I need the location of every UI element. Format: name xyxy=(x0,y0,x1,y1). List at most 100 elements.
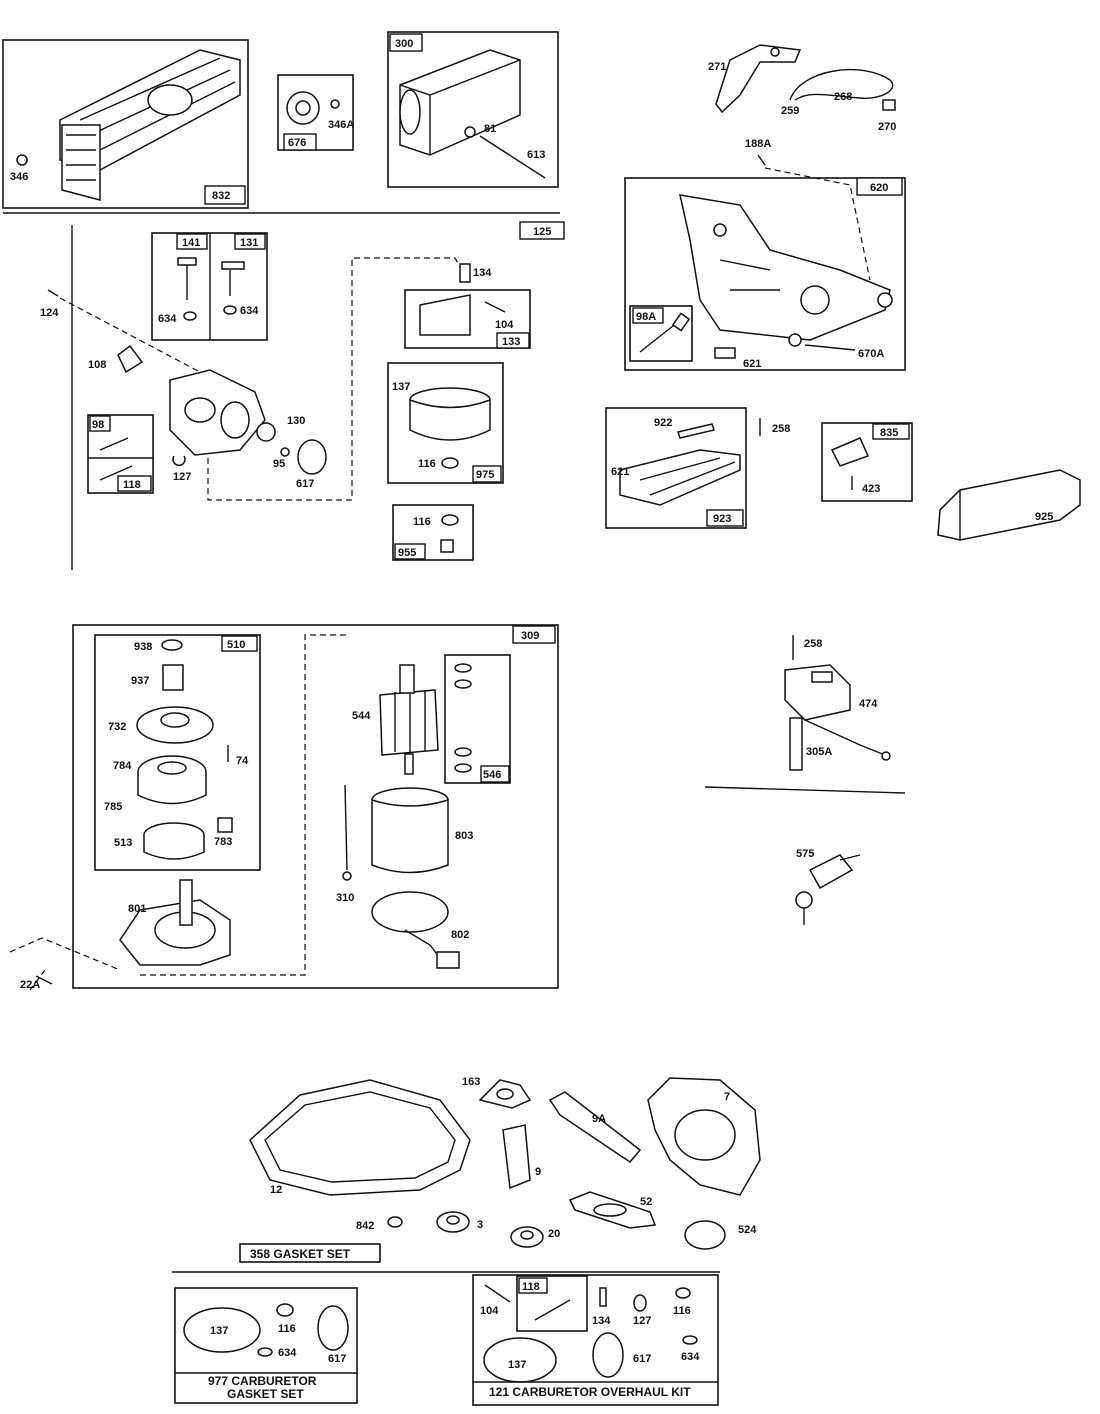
bracket-620-part xyxy=(679,194,891,341)
control-bracket-620-group: 188A 620 98A 621 670A xyxy=(624,138,906,371)
tag-125: 125 xyxy=(533,226,551,238)
label-474: 474 xyxy=(859,698,878,710)
label-524: 524 xyxy=(738,1224,757,1236)
label-259: 259 xyxy=(781,105,799,117)
label-922: 922 xyxy=(654,417,672,429)
label-116d: 116 xyxy=(673,1305,691,1317)
label-127a: 127 xyxy=(173,471,191,483)
label-346A: 346A xyxy=(328,119,354,131)
tag-835: 835 xyxy=(880,427,898,439)
label-127b: 127 xyxy=(633,1315,651,1327)
cover-925-part xyxy=(937,469,1081,541)
tag-131: 131 xyxy=(240,237,258,249)
label-258a: 258 xyxy=(772,423,790,435)
label-130: 130 xyxy=(287,415,305,427)
label-9A: 9A xyxy=(592,1113,606,1125)
gasket-set-group: 12 163 9 9A 7 52 524 842 3 20 358 GASKET… xyxy=(172,1076,761,1273)
armature-part xyxy=(379,689,439,756)
label-346: 346 xyxy=(10,171,28,183)
label-74: 74 xyxy=(236,755,249,767)
label-188A: 188A xyxy=(745,138,771,150)
label-575: 575 xyxy=(796,848,814,860)
label-124: 124 xyxy=(40,307,59,319)
label-52: 52 xyxy=(640,1196,652,1208)
tag-546: 546 xyxy=(483,769,501,781)
label-12: 12 xyxy=(270,1184,282,1196)
kit-121-overhaul: 121 CARBURETOR OVERHAUL KIT xyxy=(489,1385,691,1399)
kit-358-gasket-set: 358 GASKET SET xyxy=(250,1247,351,1261)
carb-overhaul-kit-group: 104 118 134 127 116 137 617 634 121 CARB… xyxy=(472,1274,719,1406)
label-802: 802 xyxy=(451,929,469,941)
tag-923: 923 xyxy=(713,513,731,525)
label-20: 20 xyxy=(548,1228,560,1240)
label-116c: 116 xyxy=(278,1323,296,1335)
label-801: 801 xyxy=(128,903,146,915)
label-842: 842 xyxy=(356,1220,374,1232)
governor-group: 922 621 923 258 835 423 925 xyxy=(605,407,1081,541)
label-423: 423 xyxy=(862,483,880,495)
label-617b: 617 xyxy=(328,1353,346,1365)
muffler-guard-group: 346 832 xyxy=(2,39,249,209)
tag-620: 620 xyxy=(870,182,888,194)
label-104b: 104 xyxy=(480,1305,499,1317)
label-116a: 116 xyxy=(418,458,436,470)
tag-309: 309 xyxy=(521,630,539,642)
label-732: 732 xyxy=(108,721,126,733)
label-634d: 634 xyxy=(681,1351,700,1363)
tag-98: 98 xyxy=(92,419,104,431)
tag-98A: 98A xyxy=(636,311,656,323)
label-81: 81 xyxy=(484,123,496,135)
label-310: 310 xyxy=(336,892,354,904)
label-95: 95 xyxy=(273,458,285,470)
label-271: 271 xyxy=(708,61,726,73)
label-513: 513 xyxy=(114,837,132,849)
label-785: 785 xyxy=(104,801,122,813)
label-268: 268 xyxy=(834,91,852,103)
carb-gasket-kit-group: 137 116 634 617 977 CARBURETOR GASKET SE… xyxy=(174,1287,358,1404)
label-108: 108 xyxy=(88,359,106,371)
label-937: 937 xyxy=(131,675,149,687)
label-22A: 22A xyxy=(20,979,40,991)
label-137a: 137 xyxy=(392,381,410,393)
carburetor-body xyxy=(169,369,266,456)
label-305A: 305A xyxy=(806,746,832,758)
label-270: 270 xyxy=(878,121,896,133)
label-617c: 617 xyxy=(633,1353,651,1365)
label-134a: 134 xyxy=(473,267,492,279)
label-116b: 116 xyxy=(413,516,431,528)
label-613: 613 xyxy=(527,149,545,161)
label-544: 544 xyxy=(352,710,371,722)
label-258b: 258 xyxy=(804,638,822,650)
starter-motor-group: 309 510 938 937 732 74 784 785 513 783 8… xyxy=(9,624,559,991)
tag-832: 832 xyxy=(212,190,230,202)
tag-133: 133 xyxy=(502,336,520,348)
label-7: 7 xyxy=(724,1091,730,1103)
label-784: 784 xyxy=(113,760,132,772)
label-621a: 621 xyxy=(743,358,761,370)
label-634a: 634 xyxy=(158,313,177,325)
label-134b: 134 xyxy=(592,1315,611,1327)
tag-300: 300 xyxy=(395,38,413,50)
label-634c: 634 xyxy=(278,1347,297,1359)
muffler-guard-part xyxy=(59,49,241,171)
label-938: 938 xyxy=(134,641,152,653)
carburetor-group: 124 108 130 95 617 127 98 118 xyxy=(40,257,463,501)
label-634b: 634 xyxy=(240,305,259,317)
tag-955: 955 xyxy=(398,547,416,559)
label-137c: 137 xyxy=(508,1359,526,1371)
label-9: 9 xyxy=(535,1166,541,1178)
label-670A: 670A xyxy=(858,348,884,360)
label-104a: 104 xyxy=(495,319,514,331)
label-137b: 137 xyxy=(210,1325,228,1337)
tag-118b: 118 xyxy=(522,1281,540,1293)
kit-977-line1: 977 CARBURETOR xyxy=(208,1374,317,1388)
float-group: 134 104 133 137 116 975 116 955 xyxy=(387,263,531,561)
throttle-link-group: 271 259 268 270 xyxy=(708,44,896,133)
label-783: 783 xyxy=(214,836,232,848)
label-803: 803 xyxy=(455,830,473,842)
muffler-300-group: 300 81 613 xyxy=(387,31,559,188)
label-3: 3 xyxy=(477,1219,483,1231)
muffler-guard-box xyxy=(2,39,249,209)
tag-118a: 118 xyxy=(123,479,141,491)
